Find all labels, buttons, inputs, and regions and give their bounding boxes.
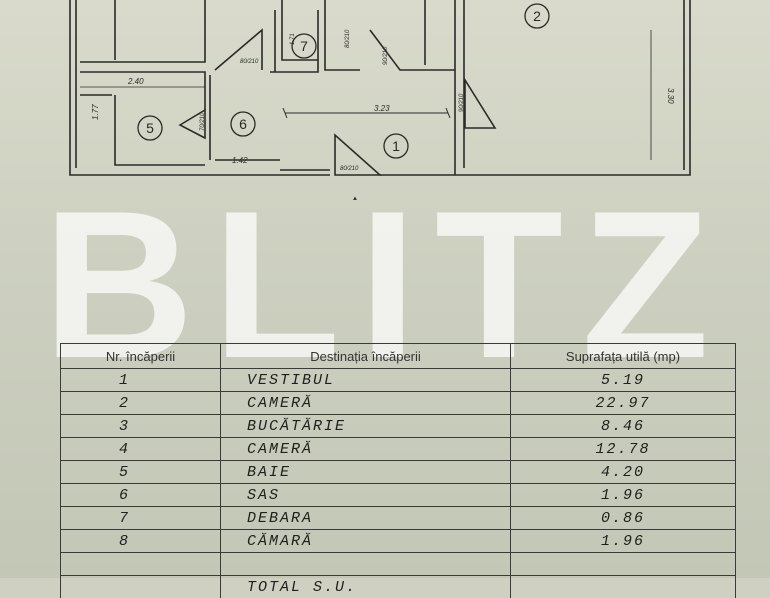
room-area: 1.96 [511, 530, 736, 553]
room-area: 5.19 [511, 369, 736, 392]
dimension-label: 80/210 [345, 29, 351, 48]
table-row: 7 DEBARA 0.86 [61, 507, 736, 530]
table-header-row: Nr. încăperii Destinația încăperii Supra… [61, 344, 736, 369]
table-row: 6 SAS 1.96 [61, 484, 736, 507]
table-row-spacer [61, 553, 736, 576]
dimension-label: 90/210 [383, 46, 389, 65]
room-label: 7 [300, 38, 308, 54]
room-number: 4 [61, 438, 221, 461]
room-area: 12.78 [511, 438, 736, 461]
table-row: 5 BAIE 4.20 [61, 461, 736, 484]
room-number: 6 [61, 484, 221, 507]
room-label: 6 [239, 116, 247, 132]
room-destination: BUCĂTĂRIE [221, 415, 511, 438]
column-header-area: Suprafața utilă (mp) [511, 344, 736, 369]
room-number: 7 [61, 507, 221, 530]
dimension-label: 1.77 [91, 104, 100, 120]
room-destination: CAMERĂ [221, 438, 511, 461]
room-area: 22.97 [511, 392, 736, 415]
dimension-label: 70/210 [200, 112, 206, 131]
column-header-nr: Nr. încăperii [61, 344, 221, 369]
dimension-label: 1.42 [232, 156, 248, 165]
table-row: 1 VESTIBUL 5.19 [61, 369, 736, 392]
table-row: 3 BUCĂTĂRIE 8.46 [61, 415, 736, 438]
dimension-label: 1.71 [290, 33, 296, 45]
dimension-label: 3.23 [374, 104, 390, 113]
room-label: 2 [533, 8, 541, 24]
room-label: 1 [392, 138, 400, 154]
rooms-table: Nr. încăperii Destinația încăperii Supra… [60, 343, 736, 598]
total-label: TOTAL S.U. [221, 576, 511, 598]
room-number: 8 [61, 530, 221, 553]
room-destination: VESTIBUL [221, 369, 511, 392]
room-destination: CĂMARĂ [221, 530, 511, 553]
rooms-table-container: Nr. încăperii Destinația încăperii Supra… [60, 343, 735, 578]
table-row: 4 CAMERĂ 12.78 [61, 438, 736, 461]
room-number: 5 [61, 461, 221, 484]
dimension-label: 3.30 [666, 88, 675, 104]
room-area: 8.46 [511, 415, 736, 438]
dimension-label: 90/210 [459, 93, 465, 112]
dimension-label: 80/210 [240, 59, 259, 65]
room-number: 1 [61, 369, 221, 392]
room-area: 4.20 [511, 461, 736, 484]
table-total-row: TOTAL S.U. [61, 576, 736, 598]
room-area: 0.86 [511, 507, 736, 530]
room-destination: BAIE [221, 461, 511, 484]
room-label: 5 [146, 120, 154, 136]
room-area: 1.96 [511, 484, 736, 507]
room-number: 2 [61, 392, 221, 415]
room-destination: CAMERĂ [221, 392, 511, 415]
table-row: 2 CAMERĂ 22.97 [61, 392, 736, 415]
dimension-label: 2.40 [127, 77, 144, 86]
table-row: 8 CĂMARĂ 1.96 [61, 530, 736, 553]
column-header-destination: Destinația încăperii [221, 344, 511, 369]
room-number: 3 [61, 415, 221, 438]
room-destination: SAS [221, 484, 511, 507]
room-destination: DEBARA [221, 507, 511, 530]
